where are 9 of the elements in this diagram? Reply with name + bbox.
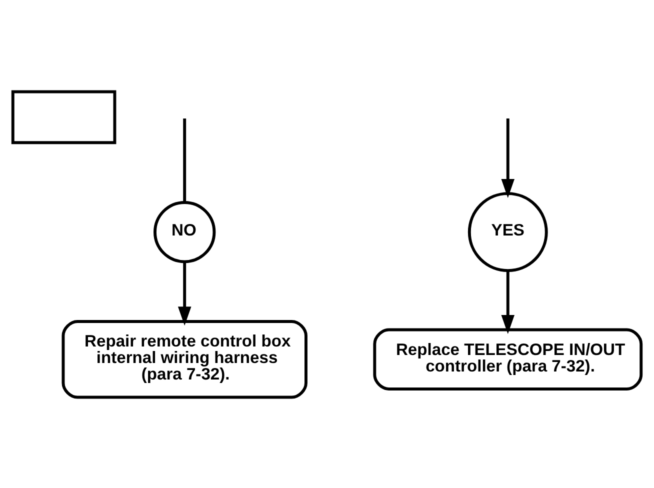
arrow — [178, 261, 192, 326]
node-box — [11, 90, 116, 144]
node-circle: YES — [468, 192, 548, 272]
connector — [183, 118, 186, 202]
arrow — [501, 270, 515, 334]
node-circle: NO — [154, 200, 216, 263]
node-box: Replace TELESCOPE IN/OUT controller (para 7-32). — [373, 328, 643, 390]
node-box: Repair remote control box internal wiring harness (para 7-32). — [62, 320, 308, 398]
arrow — [501, 118, 515, 198]
